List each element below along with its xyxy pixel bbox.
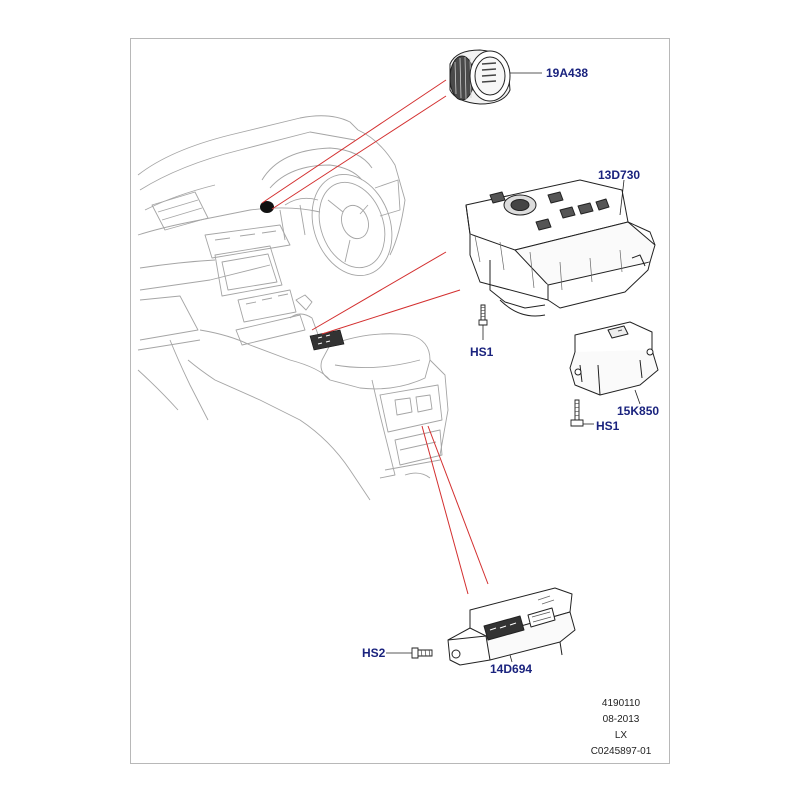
- leader-14D694: [509, 654, 513, 663]
- screw-hs1-lower: [570, 399, 584, 427]
- start-button-location-marker: [260, 201, 274, 213]
- callout-14D694: 14D694: [490, 662, 533, 676]
- leader-lines: [261, 79, 489, 595]
- callout-hs2: HS2: [362, 646, 386, 660]
- callout-hs1-lower: HS1: [596, 419, 620, 433]
- leader-13D730: [619, 179, 625, 216]
- reference-code: C0245897-01: [590, 746, 652, 757]
- switch-bracket-part: [569, 321, 659, 396]
- reference-date: 08-2013: [602, 714, 640, 725]
- terrain-switch-location-marker: [309, 329, 345, 351]
- reference-model: LX: [614, 730, 628, 741]
- start-stop-button-part: [449, 49, 511, 105]
- screw-hs2: [411, 647, 433, 659]
- callout-15K850: 15K850: [617, 404, 660, 418]
- callout-hs1-upper: HS1: [470, 345, 494, 359]
- callout-13D730: 13D730: [598, 168, 641, 182]
- reference-number: 4190110: [601, 698, 641, 709]
- screw-hs1-upper: [478, 304, 488, 326]
- rear-climate-control-part: [447, 587, 576, 666]
- callout-19A438: 19A438: [546, 66, 589, 80]
- leader-15K850: [634, 389, 641, 405]
- vehicle-interior-illustration: [137, 115, 449, 501]
- terrain-response-switch-part: [465, 179, 656, 317]
- drawing-frame: [130, 38, 670, 764]
